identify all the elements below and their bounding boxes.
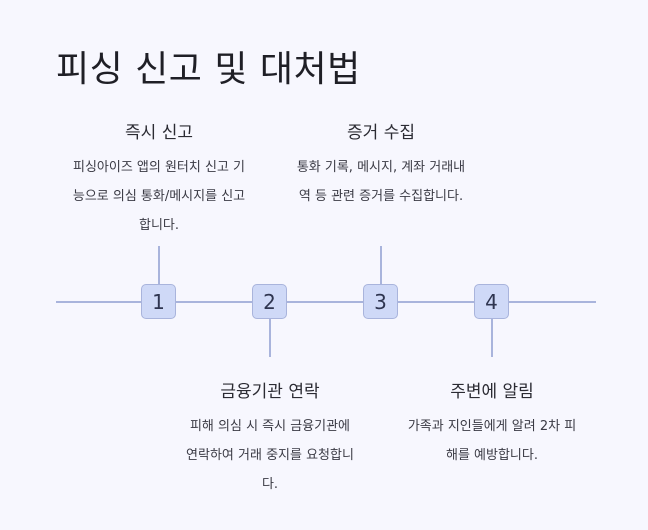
step-desc-1: 피싱아이즈 앱의 원터치 신고 기능으로 의심 통화/메시지를 신고합니다. <box>72 160 246 233</box>
step-4: 주변에 알림 가족과 지인들에게 알려 2차 피해를 예방합니다. <box>392 377 592 470</box>
step-title-2: 금융기관 연락 <box>220 382 320 402</box>
step-3: 증거 수집 통화 기록, 메시지, 계좌 거래내역 등 관련 증거를 수집합니다… <box>281 118 481 211</box>
connector-2 <box>269 319 271 357</box>
step-desc-2: 피해 의심 시 즉시 금융기관에 연락하여 거래 중지를 요청합니다. <box>186 419 354 492</box>
step-number-1: 1 <box>141 284 176 319</box>
step-desc-3: 통화 기록, 메시지, 계좌 거래내역 등 관련 증거를 수집합니다. <box>296 160 466 204</box>
step-title-3: 증거 수집 <box>347 123 415 143</box>
step-number-2: 2 <box>252 284 287 319</box>
step-title-4: 주변에 알림 <box>450 382 534 402</box>
timeline-line <box>56 301 596 303</box>
connector-4 <box>491 319 493 357</box>
step-number-4: 4 <box>474 284 509 319</box>
page-title: 피싱 신고 및 대처법 <box>56 49 361 90</box>
step-title-1: 즉시 신고 <box>125 123 193 143</box>
step-2: 금융기관 연락 피해 의심 시 즉시 금융기관에 연락하여 거래 중지를 요청합… <box>170 377 370 499</box>
connector-1 <box>158 246 160 284</box>
connector-3 <box>380 246 382 284</box>
step-number-3: 3 <box>363 284 398 319</box>
step-desc-4: 가족과 지인들에게 알려 2차 피해를 예방합니다. <box>407 419 577 463</box>
step-1: 즉시 신고 피싱아이즈 앱의 원터치 신고 기능으로 의심 통화/메시지를 신고… <box>59 118 259 240</box>
